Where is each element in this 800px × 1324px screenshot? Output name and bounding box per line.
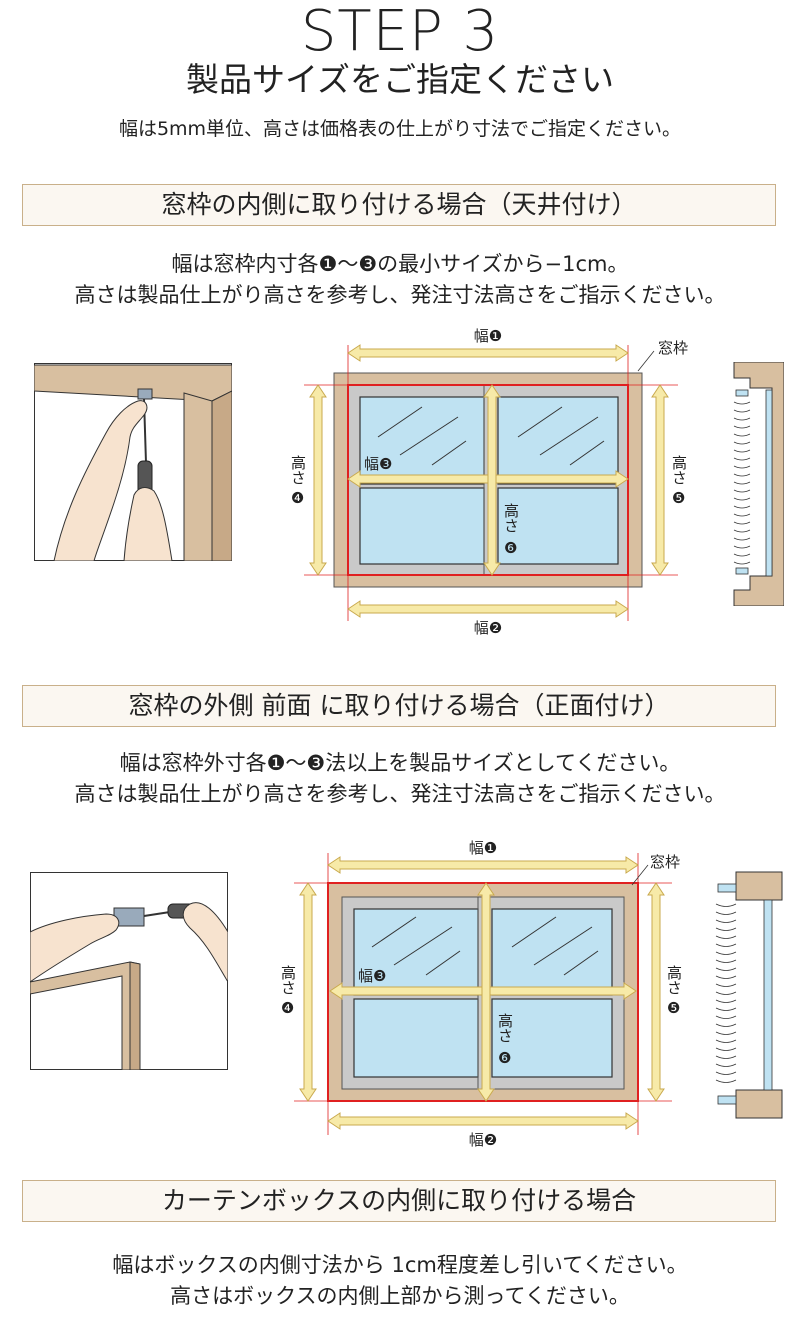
outside-mount-diagram: 幅❶ 幅❷ 幅❸ 窓枠 高さ ❹ 高さ ❺ 高さ ❻ [279, 839, 683, 1149]
inside-mount-diagram: 幅❶ 幅❷ 幅❸ 窓枠 高さ ❹ 高さ ❺ 高さ ❻ [289, 327, 688, 637]
height5-label: 高さ [670, 455, 688, 485]
section1-width-note: 幅は窓枠内寸各❶〜❸の最小サイズから−1cm。 [171, 252, 629, 276]
section3-height-note: 高さはボックスの内側上部から測ってください。 [170, 1284, 630, 1308]
height5-num-2: ❺ [667, 999, 680, 1017]
outside-mount-side-profile [715, 871, 783, 1119]
page-subtitle: 製品サイズをご指定ください [185, 60, 614, 99]
section1-height-note: 高さは製品仕上がり高さを参考し、発注寸法高さをご指示ください。 [74, 283, 726, 307]
section-header-inside-ceiling: 窓枠の内側に取り付ける場合（天井付け） [22, 184, 776, 226]
section3-width-note: 幅はボックスの内側寸法から 1cm程度差し引いてください。 [112, 1253, 688, 1277]
width2-label-2: 幅❷ [469, 1131, 497, 1149]
width3-label-2: 幅❸ [358, 967, 386, 985]
width1-label-2: 幅❶ [469, 839, 497, 857]
inside-mount-illustration [34, 363, 232, 561]
height4-label: 高さ [289, 455, 307, 485]
frame-label-2: 窓枠 [650, 853, 680, 871]
height6-label-2: 高さ [496, 1013, 514, 1043]
section2-width-note: 幅は窓枠外寸各❶〜❸法以上を製品サイズとしてください。 [119, 751, 681, 775]
section-header-curtain-box: カーテンボックスの内側に取り付ける場合 [22, 1180, 776, 1222]
frame-label: 窓枠 [658, 339, 688, 357]
inside-mount-side-profile [733, 362, 784, 606]
section-header-outside-front: 窓枠の外側 前面 に取り付ける場合（正面付け） [22, 685, 776, 727]
height6-num-2: ❻ [498, 1049, 511, 1067]
height5-label-2: 高さ [665, 965, 683, 995]
width2-label: 幅❷ [474, 619, 502, 637]
step-title: STEP 3 [300, 0, 500, 64]
width1-label: 幅❶ [474, 327, 502, 345]
height4-num-2: ❹ [281, 999, 294, 1017]
height4-label-2: 高さ [279, 965, 297, 995]
section2-height-note: 高さは製品仕上がり高さを参考し、発注寸法高さをご指示ください。 [74, 782, 726, 806]
height6-label: 高さ [502, 503, 520, 533]
height6-num: ❻ [504, 539, 517, 557]
lead-text: 幅は5mm単位、高さは価格表の仕上がり寸法でご指定ください。 [118, 118, 682, 140]
outside-mount-illustration [30, 872, 228, 1070]
height5-num: ❺ [672, 489, 685, 507]
height4-num: ❹ [291, 489, 304, 507]
width3-label: 幅❸ [364, 455, 392, 473]
